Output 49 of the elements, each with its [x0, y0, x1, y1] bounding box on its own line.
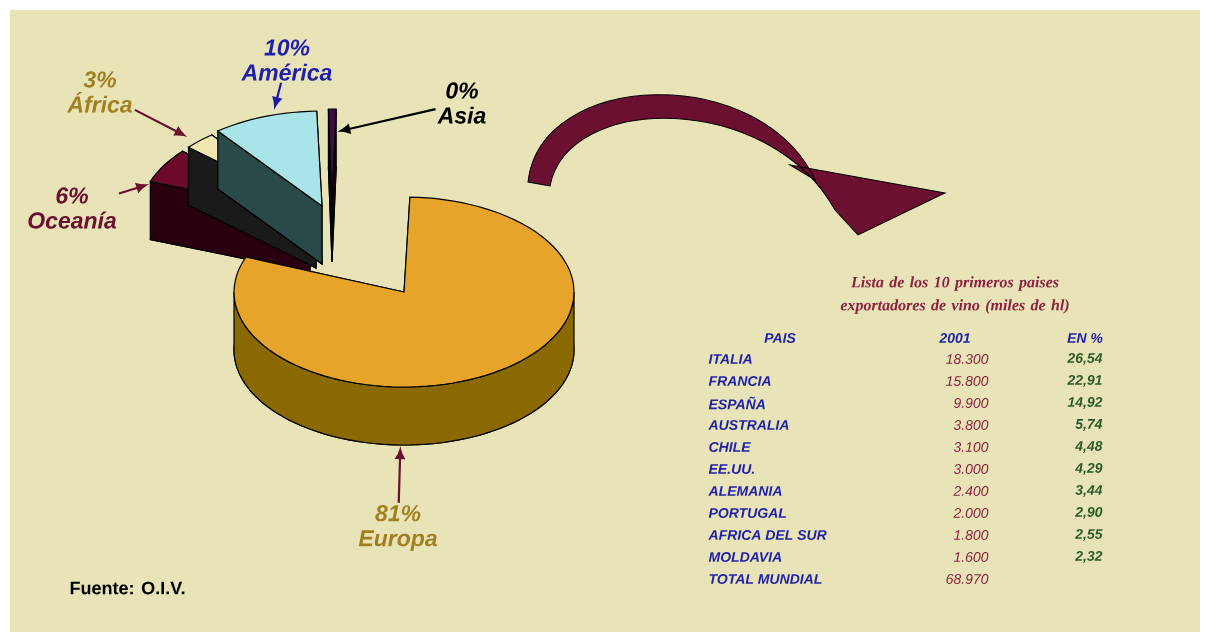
table-cell: 1.600 [953, 552, 989, 562]
slice-label: 6% Oceanía [28, 187, 117, 229]
table-cell: AUSTRALIA [708, 420, 789, 430]
table-cell: 15.800 [946, 376, 989, 386]
table-cell: 14,92 [1067, 397, 1103, 409]
table-cell: 3.000 [953, 464, 989, 474]
table-cell: ITALIA [708, 354, 752, 364]
table-cell: TOTAL MUNDIAL [709, 574, 822, 584]
table-cell: FRANCIA [708, 376, 771, 386]
column-header: EN % [1067, 333, 1103, 343]
table-cell: 2,55 [1075, 529, 1103, 541]
table-cell: MOLDAVIA [708, 552, 782, 562]
table-cell: 2.000 [953, 508, 989, 518]
column-header: PAIS [764, 333, 796, 343]
table-cell: 2,32 [1075, 551, 1103, 563]
table-cell: CHILE [709, 442, 751, 452]
table-cell: AFRICA DEL SUR [708, 530, 827, 540]
table-cell: PORTUGAL [708, 508, 786, 518]
table-cell: 22,91 [1067, 375, 1102, 387]
table-cell: 2.400 [953, 486, 989, 496]
slice-label: 0% Asia [437, 82, 486, 124]
table-cell: 4,48 [1075, 441, 1103, 453]
leader-arrow [340, 108, 436, 134]
table-cell: 5,74 [1075, 419, 1103, 431]
table-cell: 2,90 [1075, 507, 1103, 519]
column-header: 2001 [939, 333, 970, 343]
table-cell: ESPAÑA [708, 396, 765, 410]
slice-label: 3% África [66, 71, 132, 113]
table-cell: EE.UU. [708, 464, 754, 474]
leader-arrow [118, 183, 147, 195]
source-note: Fuente: O.I.V. [70, 581, 185, 595]
pie-slice [327, 108, 337, 263]
table-cell: 4,29 [1075, 463, 1103, 475]
table-cell: 1.800 [953, 530, 989, 540]
leader-arrow [134, 108, 185, 137]
leader-arrow [272, 82, 283, 108]
table-cell: 68.970 [946, 574, 989, 584]
slice-label: 81% Europa [358, 505, 437, 551]
leader-arrow [395, 449, 405, 503]
table-cell: ALEMANIA [708, 486, 782, 496]
table-cell: 3.100 [953, 442, 989, 452]
table-title: Lista de los 10 primeros paises exportadores de vino (miles de hl) [840, 276, 1069, 314]
table-cell: 18.300 [946, 354, 989, 364]
table-cell: 3,44 [1075, 485, 1103, 497]
table-cell: 3.800 [953, 420, 989, 430]
table-cell: 26,54 [1067, 353, 1103, 365]
table-cell: 9.900 [953, 398, 989, 408]
slice-label: 10% América [241, 39, 332, 81]
pie-slice [233, 196, 575, 446]
